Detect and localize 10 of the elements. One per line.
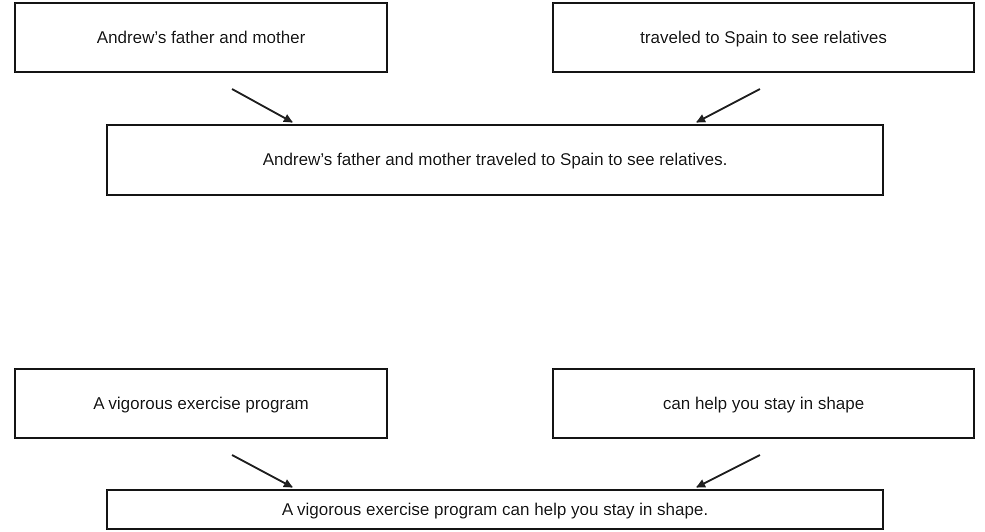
arrow (232, 454, 293, 488)
arrow (696, 454, 760, 488)
arrow (696, 88, 760, 123)
text-box: A vigorous exercise program can help you stay in shape. (106, 489, 884, 530)
text-box: traveled to Spain to see relatives (552, 2, 975, 73)
text-box: A vigorous exercise program (14, 368, 388, 439)
text-box: Andrew’s father and mother traveled to Spain to see relatives. (106, 124, 884, 196)
arrow (232, 88, 293, 123)
text-box: can help you stay in shape (552, 368, 975, 439)
text-box: Andrew’s father and mother (14, 2, 388, 73)
